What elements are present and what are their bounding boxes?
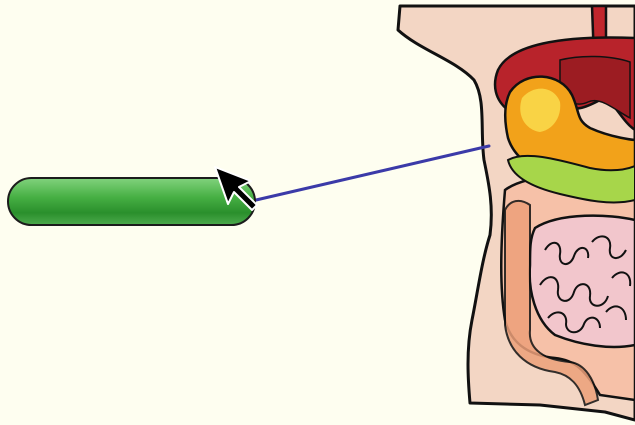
organ-label-button[interactable] [7,177,256,226]
